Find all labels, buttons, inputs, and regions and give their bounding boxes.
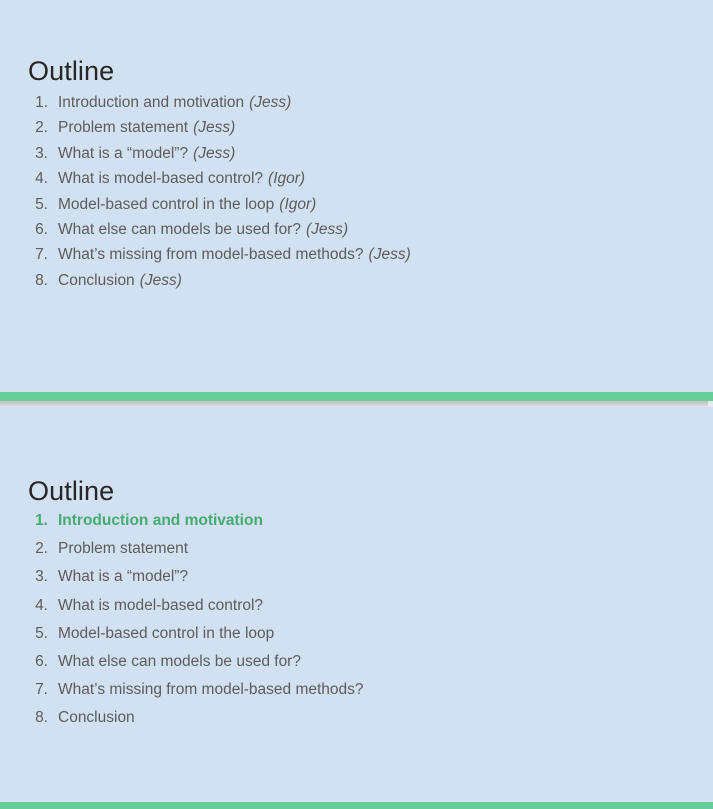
outline-item-presenter: (Jess): [193, 119, 236, 137]
outline-item-label: What is model-based control?: [58, 596, 264, 614]
outline-item-number: 3.: [35, 568, 48, 586]
outline-item-presenter: (Igor): [268, 170, 306, 188]
outline-item-label: Problem statement: [58, 119, 189, 137]
outline-list-item[interactable]: 8. Conclusion: [28, 709, 364, 737]
outline-item-number: 5.: [35, 195, 48, 213]
outline-item-body: What else can models be used for?: [58, 653, 301, 671]
outline-item-label: What’s missing from model-based methods?: [58, 246, 364, 264]
slide-separator-green-bar: [0, 392, 713, 401]
outline-item-label: What is a “model”?: [58, 568, 189, 586]
outline-item-number: 7.: [35, 681, 48, 699]
page-title: Outline: [28, 476, 115, 507]
outline-item-label: What else can models be used for?: [58, 220, 301, 238]
outline-item-presenter: (Jess): [249, 94, 292, 111]
outline-item-body: Problem statement: [58, 540, 188, 558]
outline-item-body: What is a “model”?: [58, 568, 188, 586]
outline-list-item[interactable]: 5. Model-based control in the loop: [28, 625, 364, 653]
outline-item-body: What else can models be used for?(Jess): [58, 221, 348, 239]
outline-item-number: 3.: [35, 144, 48, 162]
outline-item-number: 2.: [35, 119, 48, 137]
outline-item-body: Problem statement(Jess): [58, 119, 235, 137]
outline-item-label: Introduction and motivation: [58, 512, 263, 529]
outline-list-item[interactable]: 4. What is model-based control?(Igor): [28, 170, 411, 195]
page-title: Outline: [28, 56, 115, 87]
outline-list-item[interactable]: 2. Problem statement(Jess): [28, 119, 411, 144]
outline-list-item[interactable]: 4. What is model-based control?: [28, 597, 364, 625]
outline-list-item[interactable]: 3. What is a “model”?(Jess): [28, 145, 411, 170]
outline-item-body: Model-based control in the loop(Igor): [58, 196, 316, 214]
outline-item-body: Introduction and motivation(Jess): [58, 94, 291, 112]
outline-list-item[interactable]: 8. Conclusion(Jess): [28, 272, 411, 297]
outline-list-item[interactable]: 1. Introduction and motivation(Jess): [28, 94, 411, 119]
outline-list-attributed: 1.Introduction and motivation(Jess)2.Pro…: [28, 94, 411, 297]
outline-list-item[interactable]: 7. What’s missing from model-based method…: [28, 681, 364, 709]
outline-item-label: What is a “model”?: [58, 144, 189, 162]
outline-item-presenter: (Jess): [368, 246, 411, 264]
outline-item-label: Introduction and motivation: [58, 94, 245, 111]
outline-list-item[interactable]: 6. What else can models be used for?: [28, 653, 364, 681]
outline-item-body: What’s missing from model-based methods?…: [58, 246, 411, 264]
outline-item-number: 5.: [35, 624, 48, 642]
outline-item-number: 8.: [35, 271, 48, 289]
outline-item-presenter: (Jess): [193, 144, 236, 162]
outline-list-item[interactable]: 6. What else can models be used for?(Jess…: [28, 221, 411, 246]
outline-item-body: What is model-based control?: [58, 597, 263, 615]
outline-item-body: Model-based control in the loop: [58, 625, 274, 643]
outline-item-number: 4.: [35, 170, 48, 188]
outline-item-body: What is model-based control?(Igor): [58, 170, 305, 188]
outline-list-item[interactable]: 7. What’s missing from model-based method…: [28, 246, 411, 271]
outline-item-body: What is a “model”?(Jess): [58, 145, 235, 163]
outline-item-body: Conclusion(Jess): [58, 272, 182, 290]
outline-item-presenter: (Igor): [279, 195, 317, 213]
outline-item-body: What’s missing from model-based methods?: [58, 681, 364, 699]
outline-item-number: 4.: [35, 596, 48, 614]
outline-list-item[interactable]: 3. What is a “model”?: [28, 568, 364, 596]
outline-item-number: 6.: [35, 220, 48, 238]
outline-item-label: Conclusion: [58, 709, 135, 727]
outline-item-number: 2.: [35, 540, 48, 558]
slide-separator-shadow: [0, 401, 708, 407]
outline-item-label: Model-based control in the loop: [58, 624, 275, 642]
outline-item-label: Model-based control in the loop: [58, 195, 275, 213]
outline-item-label: Conclusion: [58, 271, 135, 289]
outline-item-body: Introduction and motivation: [58, 512, 263, 530]
outline-item-number: 1.: [35, 94, 48, 111]
outline-item-presenter: (Jess): [139, 271, 182, 289]
slide-outline-attributed: Outline 1.Introduction and motivation(Je…: [0, 0, 713, 392]
outline-list-item[interactable]: 1. Introduction and motivation: [28, 512, 364, 540]
bottom-green-bar: [0, 802, 713, 809]
slide-outline-highlighted: Outline 1. Introduction and motivation 2. P…: [0, 407, 713, 802]
outline-item-number: 7.: [35, 246, 48, 264]
outline-item-label: What is model-based control?: [58, 170, 264, 188]
outline-list-item[interactable]: 2. Problem statement: [28, 540, 364, 568]
slide-separator-shadow-cap: [708, 401, 713, 407]
outline-item-label: What else can models be used for?: [58, 652, 301, 670]
outline-list-highlighted: 1. Introduction and motivation 2. Problem s…: [28, 512, 364, 738]
outline-item-label: Problem statement: [58, 540, 189, 558]
outline-item-number: 8.: [35, 709, 48, 727]
outline-item-presenter: (Jess): [305, 220, 349, 238]
outline-item-number: 1.: [35, 512, 48, 529]
outline-item-number: 6.: [35, 652, 48, 670]
outline-list-item[interactable]: 5. Model-based control in the loop(Igor): [28, 196, 411, 221]
outline-item-body: Conclusion: [58, 709, 135, 727]
outline-item-label: What’s missing from model-based methods?: [58, 681, 364, 699]
